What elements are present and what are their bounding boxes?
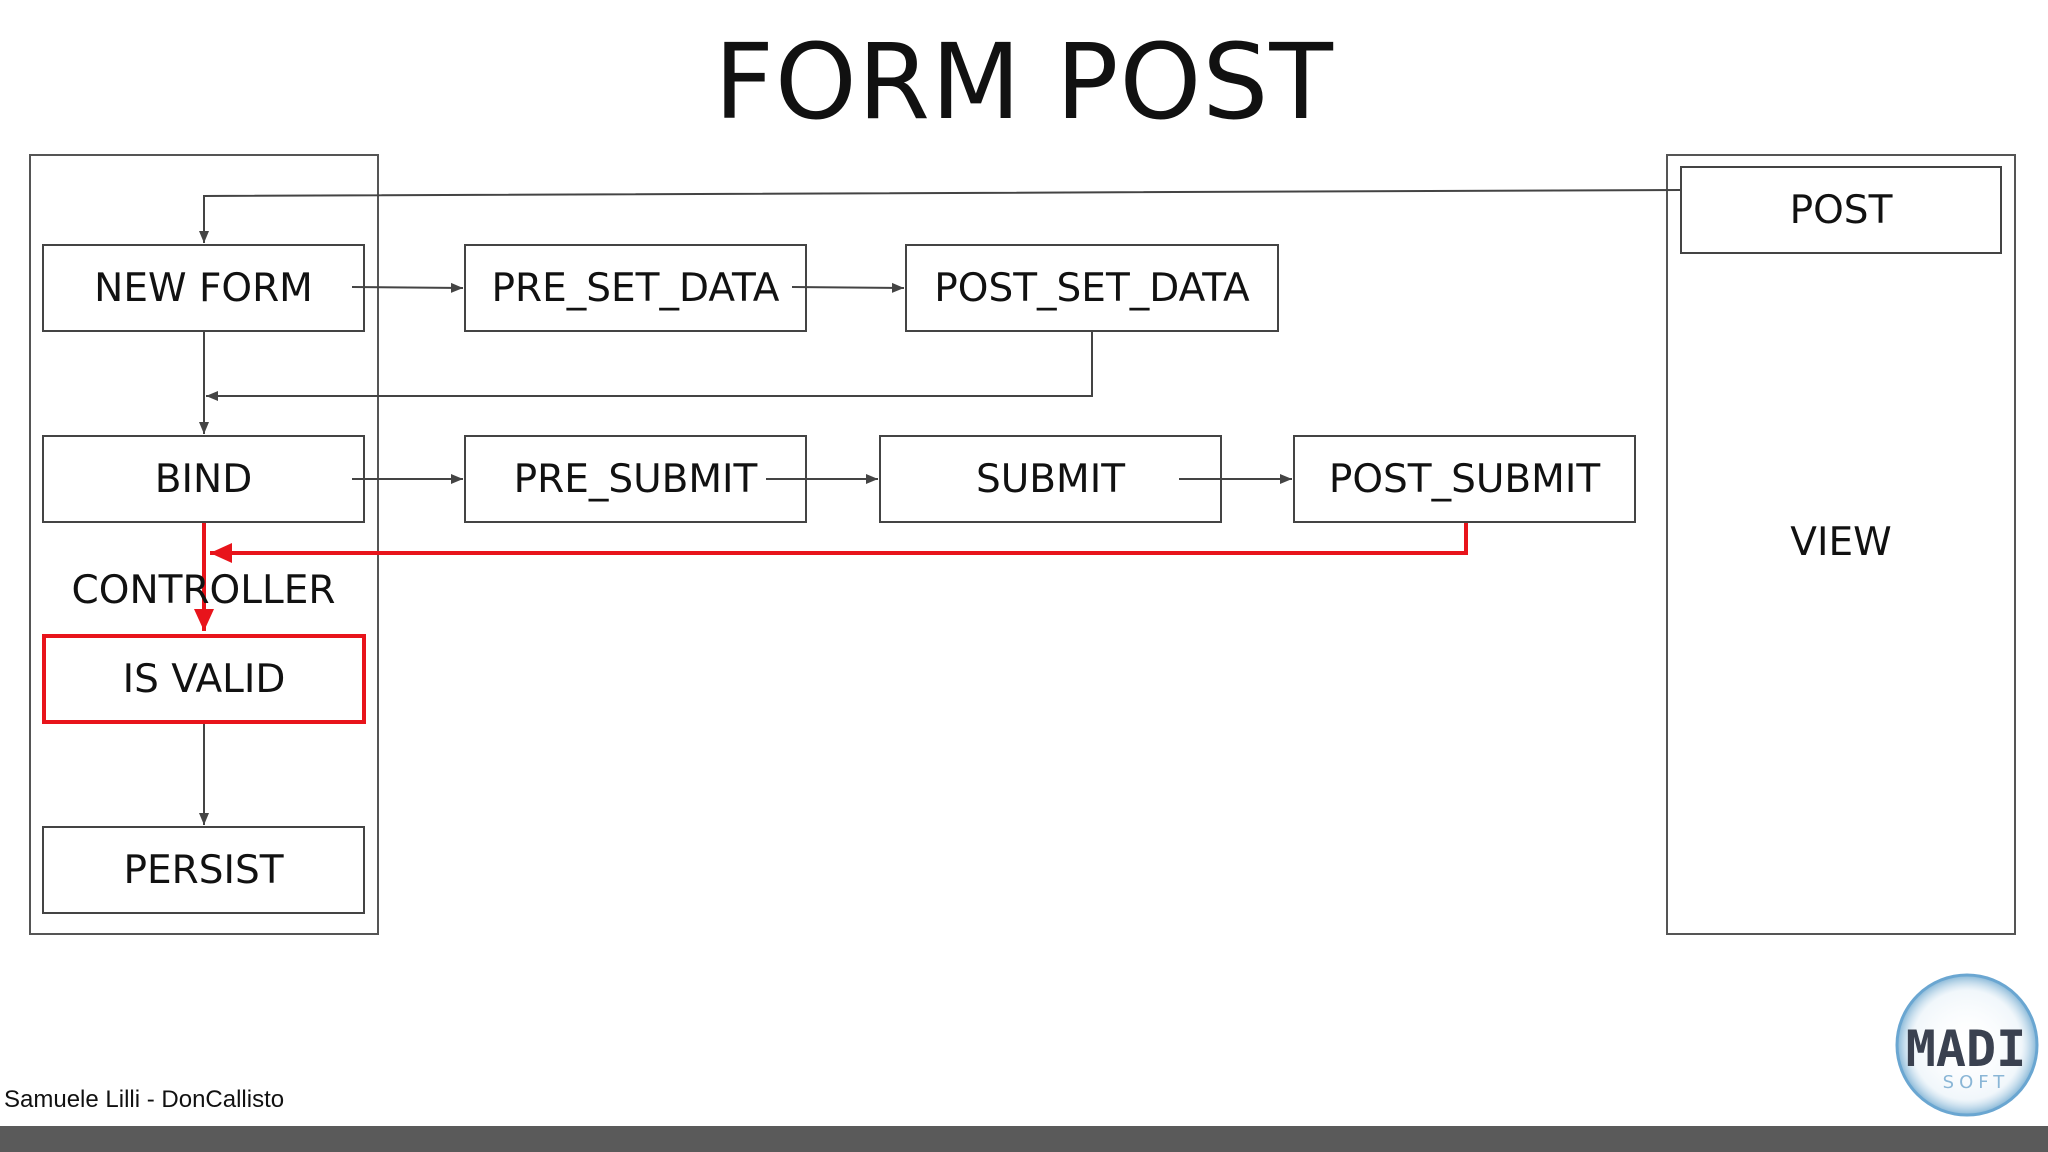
node-new-form: NEW FORM (42, 244, 365, 332)
view-container (1666, 154, 2016, 935)
madi-soft-logo: MADI SOFT (1895, 973, 2039, 1117)
node-persist: PERSIST (42, 826, 365, 914)
slide-title: FORM POST (714, 21, 1334, 143)
footer-author: Samuele Lilli - DonCallisto (4, 1086, 285, 1113)
connector-new-form-to-pre-set-data (351, 282, 464, 293)
connector-pre-set-data-to-post-set-data (791, 282, 905, 293)
node-pre-set-data: PRE_SET_DATA (464, 244, 807, 332)
connector-post-set-data-return (206, 331, 1093, 401)
logo-sub-text: SOFT (1943, 1072, 2010, 1093)
logo-main-text: MADI (1906, 1020, 2026, 1078)
controller-container (29, 154, 379, 935)
node-post-set-data: POST_SET_DATA (905, 244, 1279, 332)
node-post-submit: POST_SUBMIT (1293, 435, 1636, 523)
controller-label: CONTROLLER (71, 568, 336, 613)
connector-post-to-new-form (199, 189, 1681, 243)
bottom-bar (0, 1126, 2048, 1152)
red-connector-post-submit-return (210, 523, 1468, 563)
node-pre-submit: PRE_SUBMIT (464, 435, 807, 523)
node-post: POST (1680, 166, 2002, 254)
node-submit: SUBMIT (879, 435, 1222, 523)
view-label: VIEW (1790, 520, 1892, 565)
node-bind: BIND (42, 435, 365, 523)
node-is-valid: IS VALID (42, 634, 366, 724)
